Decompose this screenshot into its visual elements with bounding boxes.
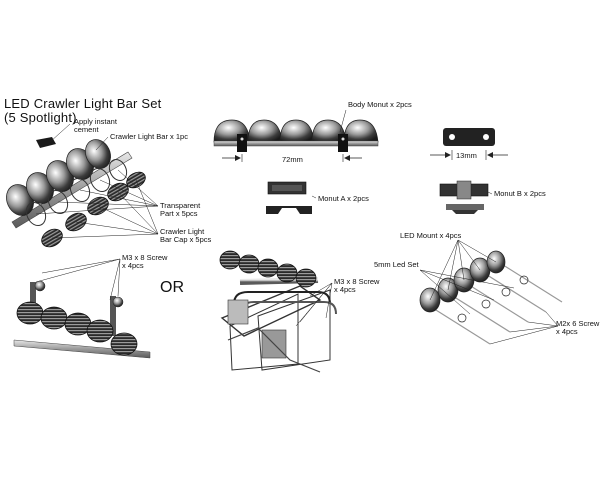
label-m3-screw-mid-qty: x 4pcs	[334, 285, 356, 294]
label-m2-screw: M2x 6 Screw	[556, 319, 600, 328]
label-body-mount: Body Monut x 2pcs	[348, 100, 412, 109]
exploded-leader-lines	[35, 123, 159, 239]
label-crawler-light-bar: Crawler Light Bar x 1pc	[110, 132, 188, 141]
label-m3-screw-mid: M3 x 8 Screw	[334, 277, 380, 286]
label-m3-screw-left-qty: x 4pcs	[122, 261, 144, 270]
led-exploded-view	[419, 239, 563, 345]
label-apply-instant: Apply instant	[74, 117, 117, 126]
label-bar-cap: Crawler Light	[160, 227, 205, 236]
label-led-mount: LED Mount x 4pcs	[400, 231, 462, 240]
label-mount-a: Monut A x 2pcs	[318, 194, 369, 203]
or-separator: OR	[160, 279, 184, 296]
title-line-2: (5 Spotlight)	[4, 110, 77, 125]
roll-bar-assembly	[219, 250, 337, 373]
cement-applicator-icon	[36, 137, 56, 148]
mount-a-part	[266, 181, 317, 214]
title-line-1: LED Crawler Light Bar Set	[4, 96, 162, 111]
label-dimension-13mm: 13mm	[456, 151, 477, 160]
label-bar-cap-qty: Bar Cap x 5pcs	[160, 235, 212, 244]
assembled-light-bar-left	[13, 258, 151, 359]
lamp-housings	[6, 139, 111, 216]
label-transparent-qty: Part x 5pcs	[160, 209, 198, 218]
exploded-light-bar-view	[6, 123, 159, 248]
mount-b-view	[430, 128, 508, 214]
body-mount-view	[213, 109, 379, 162]
transparent-parts	[25, 158, 128, 227]
label-cement: cement	[74, 125, 99, 134]
label-dimension-72mm: 72mm	[282, 155, 303, 164]
label-m2-screw-qty: x 4pcs	[556, 327, 578, 336]
label-m3-screw-left: M3 x 8 Screw	[122, 253, 168, 262]
label-mount-b: Monut B x 2pcs	[494, 189, 546, 198]
label-transparent: Transparent	[160, 201, 201, 210]
label-led-set: 5mm Led Set	[374, 260, 419, 269]
